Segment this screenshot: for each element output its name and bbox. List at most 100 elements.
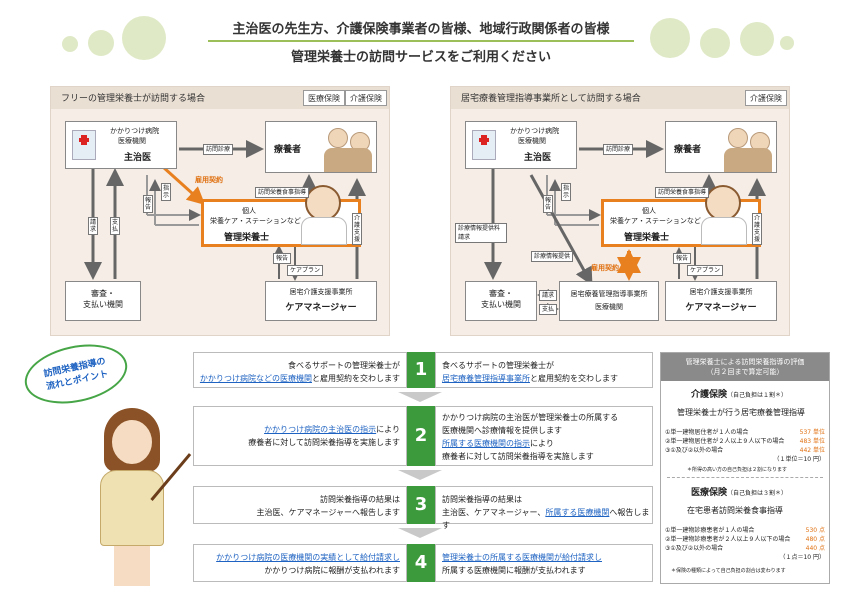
label-nutrition-guidance: 訪問栄養食事指導 [655,187,710,198]
label-care-plan: ケアプラン [687,265,724,276]
care-service-name: 管理栄養士が行う居宅療養管理指導 [677,408,805,417]
label-visit-exam: 訪問診療 [603,144,634,155]
step-2-right-c-rest: により [530,439,554,448]
care-row-1-label: ①単一建物居住者が１人の場合 [665,429,749,436]
presenter-face-icon [112,420,152,464]
step-1-right-a: 食べるサポートの管理栄養士が [442,361,554,370]
step-2-right-a: かかりつけ病院の主治医が管理栄養士の所属する [442,413,619,422]
label-nutrition-guidance: 訪問栄養食事指導 [255,187,310,198]
label-care-support: 介護支援 [752,213,762,245]
step-4-right-b: 所属する医療機関に報酬が支払われます [442,566,586,575]
step-arrow [398,392,442,402]
doctor-name: 主治医 [124,153,152,163]
review-line1: 審査・ [91,289,115,298]
step-1-right-b-em: 居宅療養管理指導事業所 [442,374,530,383]
header-divider [208,40,634,42]
presenter-body-icon [100,470,164,546]
tag-care-insurance: 介護保険 [745,90,787,106]
care-row-1-value: 537 単位 [799,429,825,436]
step-3-left-a: 訪問栄養指導の結果は [320,495,400,504]
step-1-left-b-rest: と雇用契約を交わします [312,374,400,383]
step-4-left-b: かかりつけ病院に報酬が支払われます [264,566,400,575]
evaluation-panel: 管理栄養士による訪問栄養指導の評価 （月２回まで算定可能） 介護保険（自己負担は… [660,352,830,584]
care-line1: 居宅介護支援事業所 [689,288,753,296]
care-manager-box: 居宅介護支援事業所 ケアマネージャー [665,281,777,321]
medical-row-3-value: 440 点 [805,545,825,552]
step-row-2: かかりつけ病院の主治医の指示により 療養者に対して訪問栄養指導を実施します 2 … [193,406,653,466]
care-line1: 居宅介護支援事業所 [289,288,353,296]
label-report: 報告 [543,195,553,213]
evaluation-subtitle: （月２回まで算定可能） [706,368,784,376]
patient-figure-icon [328,128,348,148]
step-2-left: かかりつけ病院の主治医の指示により 療養者に対して訪問栄養指導を実施します [193,406,407,466]
evaluation-title: 管理栄養士による訪問栄養指導の評価 [685,358,805,366]
label-employment: 雇用契約 [195,176,223,184]
label-payment: 支払 [110,217,120,235]
step-1-left: 食べるサポートの管理栄養士が かかりつけ病院などの医療機関と雇用契約を交わします [193,352,407,388]
label-care-report: 報告 [673,253,692,264]
decor-circle [62,36,78,52]
care-manager-box: 居宅介護支援事業所 ケアマネージャー [265,281,377,321]
care-row-2-value: 483 単位 [799,438,825,445]
step-2-right-d: 療養者に対して訪問栄養指導を実施します [442,452,594,461]
step-4-number: 4 [407,544,435,582]
dietitian-figure-icon [305,185,341,221]
review-box: 審査・ 支払い機関 [465,281,537,321]
decor-circle [740,22,774,56]
step-4-right: 管理栄養士の所属する医療機関が給付請求し 所属する医療機関に報酬が支払われます [435,544,653,582]
step-row-1: 食べるサポートの管理栄養士が かかりつけ病院などの医療機関と雇用契約を交わします… [193,352,653,388]
step-3-right-b-rest: へ報告します [442,508,650,530]
label-instruction: 指示 [161,183,171,201]
step-2-right-c: 所属する医療機関の指示により [442,437,652,450]
tag-care-insurance: 介護保険 [345,90,387,106]
review-line2: 支払い機関 [481,300,521,309]
office-line1: 居宅療養管理指導事業所 [570,290,648,298]
review-line1: 審査・ [489,289,513,298]
right-panel-header: 居宅療養管理指導事業所として訪問する場合 介護保険 [451,87,789,109]
header-line1: 主治医の先生方、介護保険事業者の皆様、地域行政関係者の皆様 [232,22,610,37]
dietitian-figure-icon [705,185,741,221]
label-care-plan: ケアプラン [287,265,324,276]
step-arrow [398,470,442,480]
dietitian-line2: 栄養ケア・ステーションなど [210,217,301,225]
step-1-left-a: 食べるサポートの管理栄養士が [288,361,400,370]
step-1-number: 1 [407,352,435,388]
medical-row-1-label: ①単一建物診療患者が１人の場合 [665,527,755,534]
header-line2: 管理栄養士の訪問サービスをご利用ください [290,50,551,65]
step-3-right-b-em: 所属する医療機関 [545,508,610,517]
office-line2: 医療機関 [595,303,623,311]
medical-service-name: 在宅患者訪問栄養食事指導 [687,506,783,515]
step-2-number: 2 [407,406,435,466]
care-insurance-burden: （自己負担は１割＊） [727,392,788,399]
decor-circle [700,28,730,58]
medical-insurance-heading-row: 医療保険（自己負担は３割＊） [691,485,787,498]
evaluation-divider [667,477,823,478]
care-insurance-heading: 介護保険 [691,390,728,400]
review-box: 審査・ 支払い機関 [65,281,141,321]
step-2-left-a: かかりつけ病院の主治医の指示により [194,423,400,436]
step-3-left: 訪問栄養指導の結果は 主治医、ケアマネージャーへ報告します [193,486,407,524]
patient-figure-icon [728,128,748,148]
decor-circle [780,36,794,50]
step-2-right: かかりつけ病院の主治医が管理栄養士の所属する 医療機関へ診療情報を提供します 所… [435,406,653,466]
step-1-right: 食べるサポートの管理栄養士が 居宅療養管理指導事業所と雇用契約を交わします [435,352,653,388]
step-arrow [398,528,442,538]
care-name: ケアマネージャー [685,303,757,313]
dietitian-body-icon [701,217,747,245]
care-row-2-label: ②単一建物居住者が２人以上９人以下の場合 [665,438,785,445]
medical-unit-note: （１点＝10 円） [779,554,825,561]
medical-row-3-label: ③①及び②以外の場合 [665,545,724,552]
medical-row-1-value: 530 点 [805,527,825,534]
doctor-line1: かかりつけ病院 [510,127,560,135]
dietitian-line1: 個人 [642,207,656,215]
dietitian-line1: 個人 [242,207,256,215]
medical-row-2-label: ②単一建物診療患者が２人以上９人以下の場合 [665,536,791,543]
care-footnote: ＊所得の高い方の自己負担は２割になります [687,467,788,473]
step-4-right-a: 管理栄養士の所属する医療機関が給付請求し [442,553,602,562]
label-report: 報告 [143,195,153,213]
decor-circle [650,18,690,58]
step-1-left-b: かかりつけ病院などの医療機関と雇用契約を交わします [194,372,400,385]
step-4-left-a: かかりつけ病院の医療機関の実績として給付請求し [216,553,400,562]
step-4-left: かかりつけ病院の医療機関の実績として給付請求し かかりつけ病院に報酬が支払われま… [193,544,407,582]
label-claim: 請求 [539,290,558,301]
